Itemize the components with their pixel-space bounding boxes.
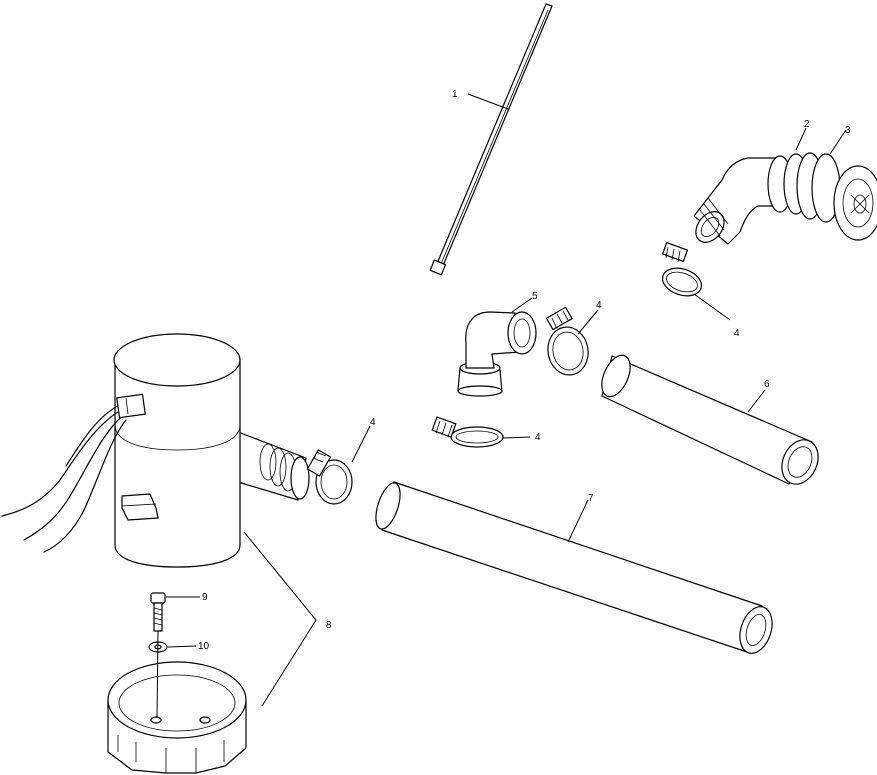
hose-short [601, 354, 819, 485]
assembly-line [156, 630, 159, 719]
elbow-fitting-small [457, 311, 537, 397]
hose-clamp-middle [545, 306, 589, 376]
leader-line-6 [747, 389, 766, 413]
bilge-pump [1, 333, 353, 568]
leader-line-7 [567, 499, 589, 543]
cable-tie [429, 3, 553, 276]
leader-line-4-pump [351, 425, 371, 463]
callout-8: 8 [326, 620, 332, 631]
leader-line-5 [511, 297, 533, 313]
leader-line-10 [167, 645, 197, 648]
leader-line-4-middle [577, 309, 599, 335]
callout-4-lower: 4 [535, 432, 541, 443]
callout-3: 3 [845, 125, 851, 136]
screw [150, 592, 166, 632]
callout-4-middle: 4 [596, 300, 602, 311]
pump-base [107, 661, 247, 774]
leader-line-3 [829, 129, 847, 155]
leader-line-1 [467, 93, 509, 110]
callout-2: 2 [804, 119, 810, 130]
leader-line-4-upper [693, 293, 731, 321]
callout-6: 6 [764, 379, 770, 390]
hose-clamp-upper-right [661, 241, 703, 297]
callout-7: 7 [588, 493, 594, 504]
callout-5: 5 [532, 291, 538, 302]
leader-line-4-lower [502, 436, 531, 439]
callout-9: 9 [202, 592, 208, 603]
callout-1: 1 [452, 89, 458, 100]
callout-4-pump: 4 [370, 417, 376, 428]
elbow-fitting [693, 152, 877, 245]
hose-clamp-lower-middle [431, 416, 504, 448]
callout-10: 10 [198, 641, 210, 652]
leader-line-8 [243, 531, 317, 707]
leader-line-2 [795, 127, 807, 151]
hose-long [375, 481, 773, 654]
callout-4-upper: 4 [734, 328, 740, 339]
